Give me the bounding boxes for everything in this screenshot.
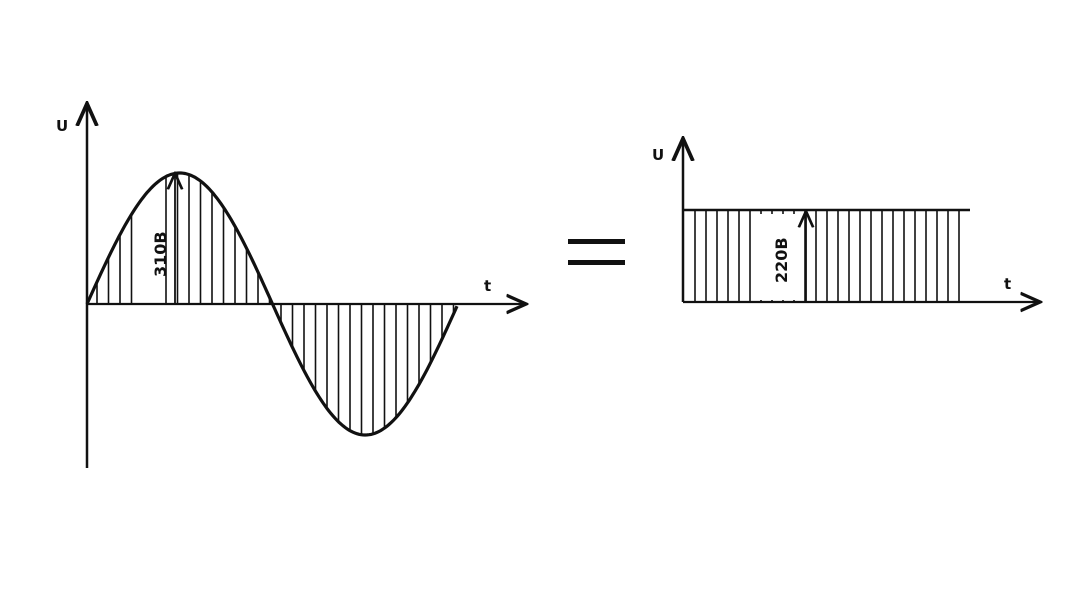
sine-hatching bbox=[96, 173, 455, 435]
u-axis-label: U bbox=[56, 117, 68, 135]
sine-curve bbox=[85, 171, 459, 437]
constant-hatching bbox=[694, 210, 960, 302]
constant-graph: U t 220В bbox=[652, 141, 1038, 302]
equals-sign bbox=[568, 239, 625, 265]
t-axis-label: t bbox=[1004, 275, 1011, 293]
t-axis-label: t bbox=[484, 277, 491, 295]
level-label: 220В bbox=[772, 237, 791, 283]
amplitude-label: 310В bbox=[151, 231, 170, 277]
sine-graph: U t 310В bbox=[56, 106, 524, 468]
u-axis-label: U bbox=[652, 146, 664, 164]
